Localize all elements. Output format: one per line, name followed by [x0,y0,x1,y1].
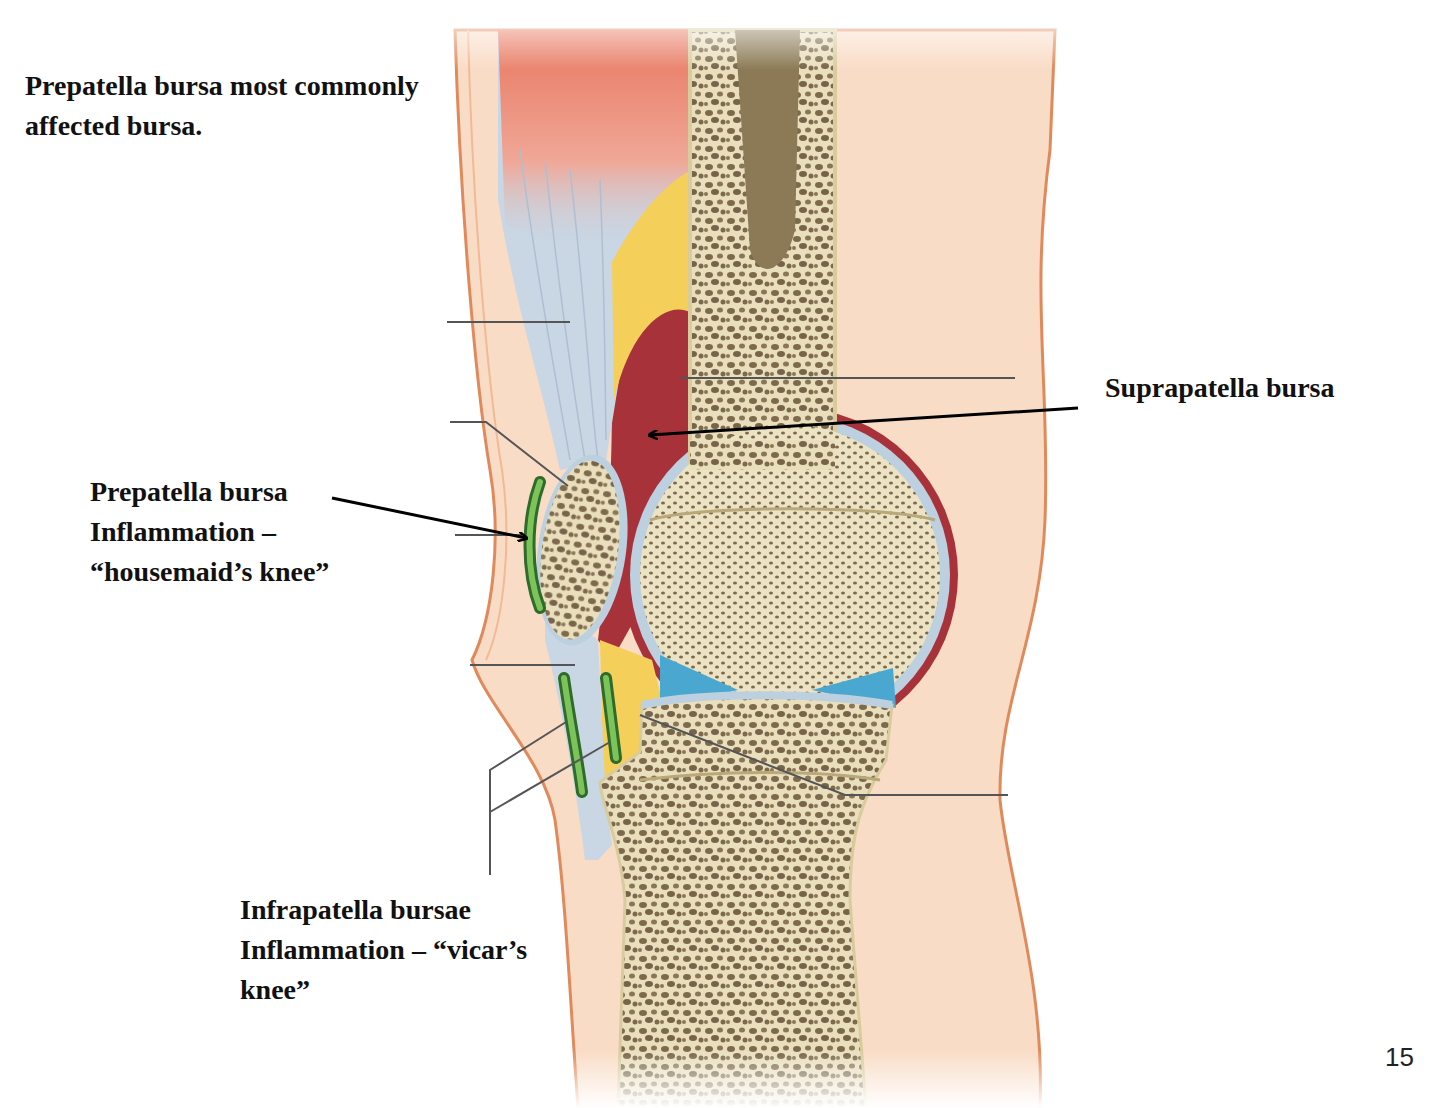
page-number: 15 [1385,1042,1430,1072]
part-label: Prepatella bursa Inflammation – “housema… [90,472,375,592]
part-label: Suprapatella bursa [1105,368,1425,408]
part-label: Infrapatella bursae Inflammation – “vica… [240,890,545,1010]
note-text: Prepatella bursa most commonly affected … [25,66,425,146]
